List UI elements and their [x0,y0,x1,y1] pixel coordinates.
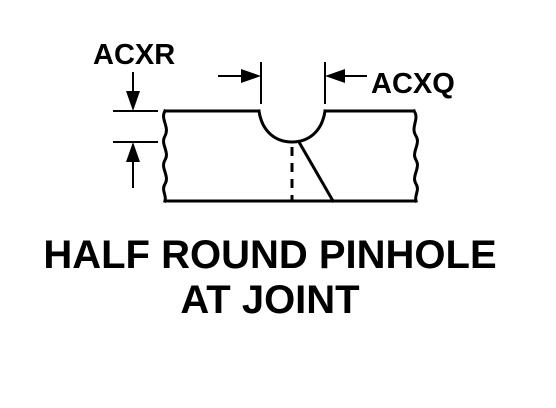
arrowhead-right-pointing [241,69,261,83]
part-outline [162,108,419,204]
right-break-line [411,108,419,203]
radius-dimension [113,72,158,188]
caption-line-2: AT JOINT [180,278,359,322]
half-round-notch [257,109,327,144]
joint-line [296,139,336,204]
diameter-dimension [218,62,367,104]
diameter-dimension-label: ACXQ [371,68,455,100]
arrowhead-down-pointing [126,91,140,111]
caption-line-1: HALF ROUND PINHOLE [43,233,496,277]
arrowhead-left-pointing [325,69,345,83]
arrowhead-up-pointing [126,142,140,162]
radius-dimension-label: ACXR [93,39,175,71]
left-break-line [162,108,168,203]
